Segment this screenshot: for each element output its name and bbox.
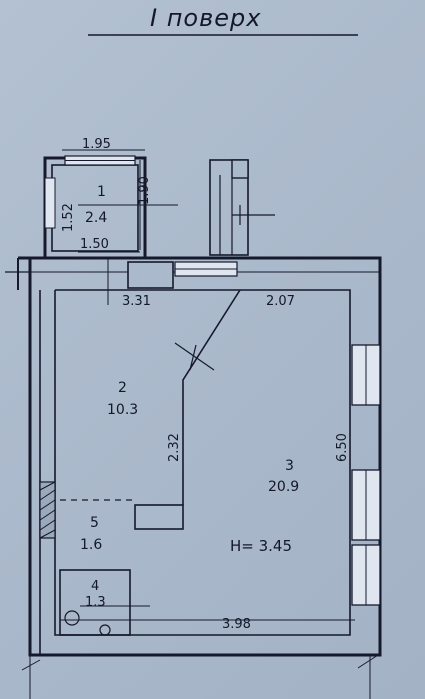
dimension-d6: 2.07 (266, 294, 295, 309)
room-3-number: 3 (285, 458, 294, 474)
room-2-number: 2 (118, 380, 127, 396)
dimension-labels: 1.95 1.90 1.52 1.50 3.31 2.07 2.32 6.50 … (61, 137, 350, 632)
dimension-d9: 3.98 (222, 617, 251, 632)
dimension-d5: 3.31 (122, 294, 151, 309)
room-2-area: 10.3 (107, 402, 138, 418)
room-labels: 1 2.4 2 10.3 3 20.9 4 1.3 5 1.6 (80, 184, 299, 610)
room-3-area: 20.9 (268, 479, 299, 495)
room-5-area: 1.6 (80, 537, 102, 553)
ceiling-height-label: H= 3.45 (230, 537, 292, 555)
porch (209, 159, 275, 256)
dimension-d8: 6.50 (335, 433, 350, 462)
dimension-d7: 2.32 (167, 433, 182, 462)
interior-partitions (59, 289, 241, 636)
room-5-number: 5 (90, 515, 99, 531)
room-1-area: 2.4 (85, 210, 107, 226)
dimension-d2: 1.90 (137, 176, 152, 205)
left-wall-hatch (39, 481, 56, 539)
dimension-d3: 1.52 (61, 203, 76, 232)
dimension-d4: 1.50 (80, 237, 109, 252)
page-title: I поверх (150, 4, 261, 32)
room-4-area: 1.3 (85, 595, 106, 610)
room-1-number: 1 (97, 184, 106, 200)
dimension-d1: 1.95 (82, 137, 111, 152)
right-windows (351, 344, 381, 606)
outer-walls (5, 256, 382, 657)
room-4-number: 4 (91, 579, 99, 594)
dimension-lines (21, 149, 379, 699)
top-windows (127, 261, 238, 289)
